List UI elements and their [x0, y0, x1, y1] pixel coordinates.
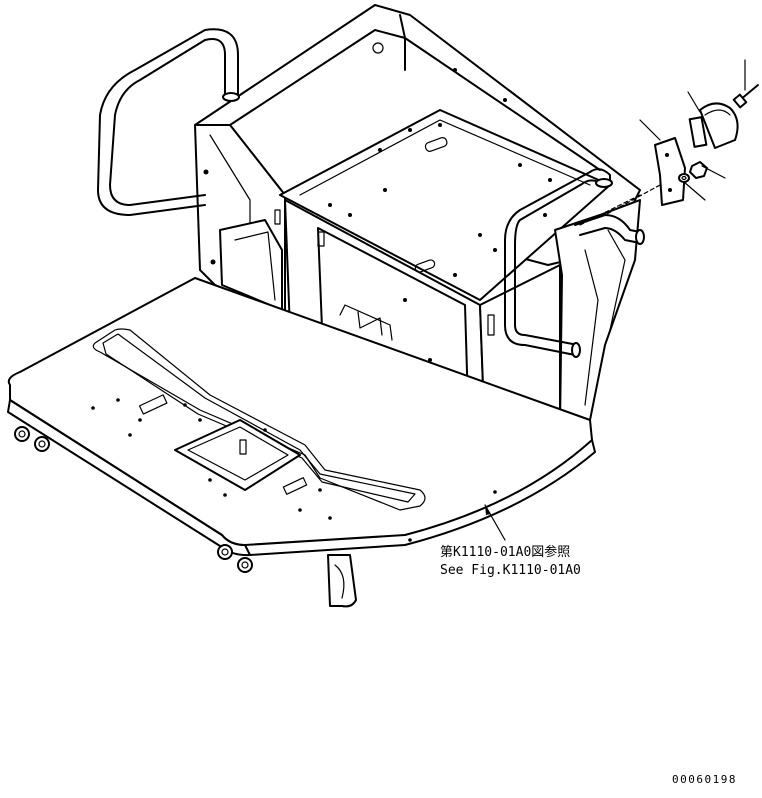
- right-side-panel: [554, 199, 641, 426]
- mounting-lugs: [14, 426, 357, 608]
- floor-plate: [7, 277, 596, 557]
- reference-arrow-head: [485, 505, 491, 515]
- clamp-bracket-assembly: [579, 59, 759, 226]
- drawing-number: 00060198: [672, 773, 737, 786]
- reference-note-jp: 第K1110-01A0図参照: [440, 544, 570, 560]
- right-handrail: [504, 168, 645, 358]
- left-handrail: [97, 28, 240, 216]
- reference-note-en: See Fig.K1110-01A0: [440, 563, 581, 578]
